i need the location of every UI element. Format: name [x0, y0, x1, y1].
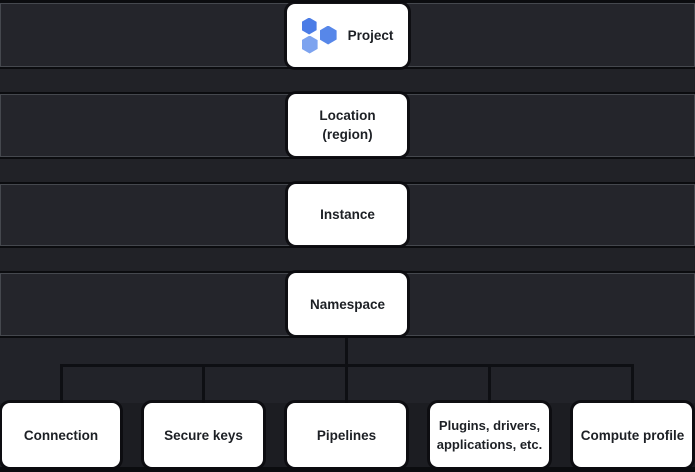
connector-tree-drop	[488, 364, 491, 405]
node-label-line: Secure keys	[164, 427, 243, 443]
band-gap	[0, 246, 695, 273]
bottom-edge-line	[0, 467, 695, 472]
node-label-line: Pipelines	[316, 427, 377, 443]
node-label-line: Compute profile	[580, 427, 685, 443]
node-label-line: (region)	[322, 127, 373, 142]
node-label-line: Plugins, drivers,	[438, 418, 541, 433]
connector-tree-drop	[202, 364, 205, 405]
connector-zone	[0, 336, 695, 405]
connector-tree-drop	[60, 364, 63, 405]
node-secure-keys: Secure keys	[144, 403, 263, 467]
node-project: Project	[287, 4, 408, 67]
node-label-line: Project	[347, 28, 394, 43]
hexagon-shape	[301, 17, 317, 35]
hexagon-shape	[319, 25, 337, 45]
node-compute-profile: Compute profile	[573, 403, 692, 467]
node-label: Namespace	[310, 295, 385, 314]
node-label: Instance	[320, 205, 375, 224]
band-gap	[0, 67, 695, 94]
node-plugins-drivers: Plugins, drivers, applications, etc.	[430, 403, 549, 467]
top-edge-line	[0, 0, 695, 3]
node-label-line: Location	[319, 108, 376, 123]
node-label: Secure keys	[164, 426, 243, 445]
connector-tree-drop	[631, 364, 634, 405]
band-gap	[0, 157, 695, 184]
node-label-line: applications, etc.	[436, 437, 543, 452]
connector-tree-trunk	[345, 338, 348, 364]
connector-tree-drop	[345, 364, 348, 405]
node-label-line: Connection	[23, 427, 99, 443]
node-label-line: Namespace	[309, 296, 386, 312]
hexagon-shape	[301, 35, 318, 54]
node-instance: Instance	[288, 184, 407, 245]
project-hexagons-icon	[301, 17, 339, 54]
node-connection: Connection	[2, 403, 120, 467]
node-label: Location (region)	[319, 106, 375, 144]
node-label: Plugins, drivers, applications, etc.	[437, 416, 542, 454]
node-label: Pipelines	[317, 426, 376, 445]
node-label-line: Instance	[320, 207, 375, 222]
node-namespace: Namespace	[288, 273, 407, 335]
node-label: Connection	[24, 426, 98, 445]
node-location: Location (region)	[288, 94, 407, 156]
node-label: Project	[348, 26, 394, 45]
node-pipelines: Pipelines	[287, 403, 406, 467]
node-label: Compute profile	[581, 426, 685, 445]
